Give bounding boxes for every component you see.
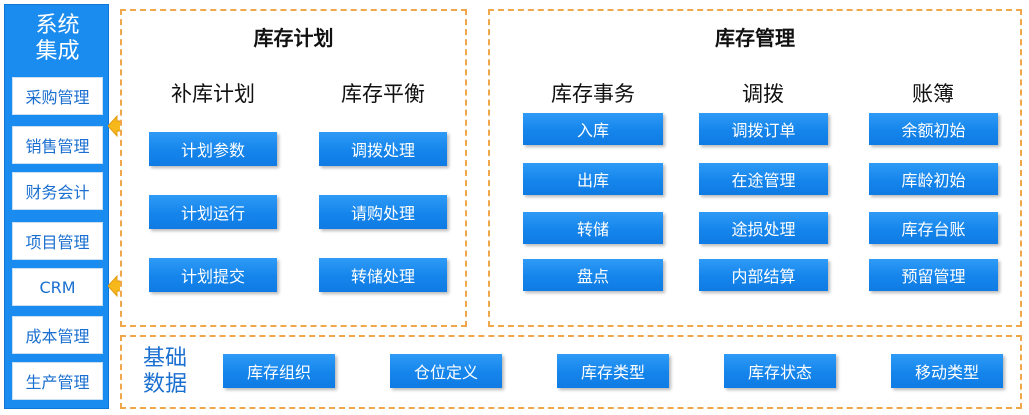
base-data-label-line2: 数据 [142, 372, 187, 397]
system-title-line2: 集成 [35, 39, 80, 64]
base-box-location[interactable]: 仓位定义 [390, 354, 502, 388]
ledger-box-stock-ledger[interactable]: 库存台账 [869, 212, 998, 244]
ledger-box-balance-init[interactable]: 余额初始 [869, 113, 998, 145]
transaction-box-inbound[interactable]: 入库 [523, 113, 663, 145]
base-box-org[interactable]: 库存组织 [223, 354, 335, 388]
balance-heading: 库存平衡 [341, 82, 425, 106]
transaction-box-count[interactable]: 盘点 [523, 259, 663, 291]
ledger-box-age-init[interactable]: 库龄初始 [869, 163, 998, 195]
transaction-box-dump[interactable]: 转储 [523, 212, 663, 244]
inventory-plan-title: 库存计划 [253, 26, 334, 50]
base-data-label: 基础 数据 [130, 346, 200, 398]
system-item-project: 项目管理 [12, 222, 103, 260]
system-integration-column: 系统 集成 采购管理 销售管理 财务会计 项目管理 CRM 成本管理 生产管理 [4, 4, 109, 409]
balance-box-transfer[interactable]: 调拨处理 [319, 132, 447, 166]
base-data-label-line1: 基础 [142, 346, 187, 371]
balance-box-requisition[interactable]: 请购处理 [319, 195, 447, 229]
base-box-movement-type[interactable]: 移动类型 [891, 354, 1003, 388]
transactions-heading: 库存事务 [551, 82, 635, 106]
transfer-box-in-transit[interactable]: 在途管理 [699, 163, 828, 195]
ledger-box-reservation[interactable]: 预留管理 [869, 259, 998, 291]
base-box-stock-type[interactable]: 库存类型 [557, 354, 669, 388]
system-item-sales: 销售管理 [12, 126, 103, 164]
system-title-line1: 系统 [35, 13, 80, 38]
system-item-finance: 财务会计 [12, 172, 103, 210]
system-item-production: 生产管理 [12, 362, 103, 400]
plan-box-run[interactable]: 计划运行 [149, 195, 277, 229]
plan-box-parameters[interactable]: 计划参数 [149, 132, 277, 166]
system-item-cost: 成本管理 [12, 316, 103, 354]
system-integration-title: 系统 集成 [5, 13, 110, 65]
transfer-box-transit-loss[interactable]: 途损处理 [699, 212, 828, 244]
base-box-stock-status[interactable]: 库存状态 [724, 354, 836, 388]
transfer-box-settlement[interactable]: 内部结算 [699, 259, 828, 291]
plan-box-submit[interactable]: 计划提交 [149, 258, 277, 292]
inventory-management-title: 库存管理 [715, 26, 795, 50]
ledger-heading: 账簿 [912, 82, 954, 106]
system-item-purchase: 采购管理 [12, 77, 103, 115]
transaction-box-outbound[interactable]: 出库 [523, 163, 663, 195]
system-item-crm: CRM [12, 268, 103, 306]
replenish-plan-heading: 补库计划 [171, 82, 255, 106]
transfer-box-order[interactable]: 调拨订单 [699, 113, 828, 145]
balance-box-dump[interactable]: 转储处理 [319, 258, 447, 292]
transfer-heading: 调拨 [742, 82, 784, 106]
